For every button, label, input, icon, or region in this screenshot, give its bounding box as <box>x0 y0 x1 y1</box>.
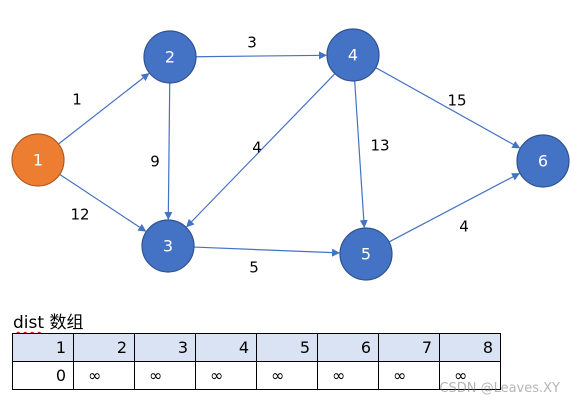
edges-layer <box>58 51 521 257</box>
edge-4-6 <box>375 67 521 149</box>
node-label: 4 <box>348 46 358 65</box>
dist-index-cell: 6 <box>317 333 379 362</box>
node-circle <box>516 134 570 188</box>
edge-4-3 <box>186 73 336 228</box>
node-6: 6 <box>516 134 570 188</box>
edge-2-4 <box>195 51 328 60</box>
dist-array-title: dist 数组 <box>13 308 83 333</box>
dist-value-cell: ∞ <box>195 361 257 390</box>
node-label: 3 <box>163 237 173 256</box>
dist-index-cell: 2 <box>73 333 135 362</box>
node-2: 2 <box>143 30 197 84</box>
edge-weight-label: 5 <box>249 259 259 277</box>
edge-1-2 <box>58 72 150 145</box>
edge-5-6 <box>388 173 520 243</box>
node-label: 1 <box>33 151 43 170</box>
edge-weight-label: 13 <box>370 137 389 155</box>
dist-index-cell: 8 <box>439 333 501 362</box>
dist-value-cell: ∞ <box>439 361 501 390</box>
dist-array-table: 1 2 3 4 5 6 7 8 0 ∞ ∞ ∞ ∞ ∞ ∞ ∞ <box>12 333 501 390</box>
edge-1-3 <box>59 173 147 232</box>
edge-weight-label: 15 <box>447 92 466 110</box>
edge-weight-label: 3 <box>247 34 257 52</box>
node-4: 4 <box>326 28 380 82</box>
dist-value-cell: ∞ <box>256 361 318 390</box>
dist-value-cell: 0 <box>12 361 74 390</box>
watermark-text: CSDN @Leaves.XY <box>439 381 560 396</box>
dist-index-cell: 4 <box>195 333 257 362</box>
edge-2-3 <box>164 82 173 221</box>
dist-index-cell: 3 <box>134 333 196 362</box>
dist-value-cell: ∞ <box>317 361 379 390</box>
edge-3-5 <box>193 246 341 257</box>
dist-index-row: 1 2 3 4 5 6 7 8 <box>12 333 501 362</box>
node-circle <box>339 227 393 281</box>
dist-value-cell: ∞ <box>378 361 440 390</box>
dist-value-row: 0 ∞ ∞ ∞ ∞ ∞ ∞ ∞ <box>12 361 501 390</box>
edge-labels-layer: 1 12 3 9 4 13 15 5 4 <box>70 34 468 277</box>
dist-index-cell: 5 <box>256 333 318 362</box>
node-label: 5 <box>361 245 371 264</box>
dist-title-rest: 数组 <box>44 313 84 333</box>
dist-value-cell: ∞ <box>73 361 135 390</box>
edge-weight-label: 4 <box>459 218 469 236</box>
node-1: 1 <box>11 133 65 187</box>
dist-index-cell: 7 <box>378 333 440 362</box>
edge-weight-label: 4 <box>252 139 262 157</box>
node-circle <box>326 28 380 82</box>
dist-value-cell: ∞ <box>134 361 196 390</box>
node-label: 2 <box>165 48 175 67</box>
node-3: 3 <box>141 219 195 273</box>
dist-title-word: dist <box>13 313 45 333</box>
edge-weight-label: 12 <box>70 206 89 224</box>
node-circle <box>141 219 195 273</box>
edge-4-5 <box>354 80 368 229</box>
edge-weight-label: 9 <box>150 153 160 171</box>
node-5: 5 <box>339 227 393 281</box>
dist-index-cell: 1 <box>12 333 74 362</box>
node-circle <box>143 30 197 84</box>
edge-weight-label: 1 <box>72 91 82 109</box>
node-label: 6 <box>538 152 548 171</box>
node-circle <box>11 133 65 187</box>
